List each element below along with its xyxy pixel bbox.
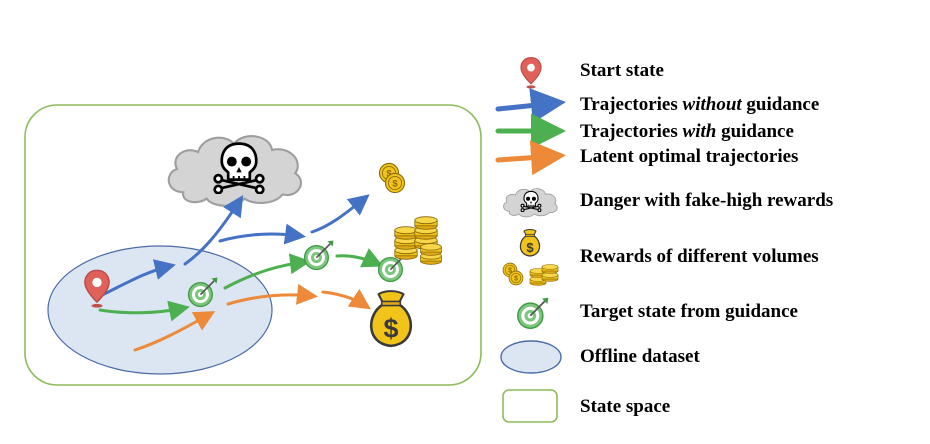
offline-dataset-region <box>47 245 273 375</box>
legend-icons <box>495 56 566 423</box>
legend-offline-dataset-swatch <box>500 340 562 374</box>
legend-trajectories-without-guidance: Trajectories without guidance <box>580 95 819 115</box>
green-arrow-3 <box>335 248 384 268</box>
legend-danger-icon <box>503 188 558 218</box>
legend-rewards-icon <box>502 228 559 286</box>
legend-danger: Danger with fake-high rewards <box>580 190 834 211</box>
legend-text-suffix: guidance <box>741 94 820 115</box>
green-arrow-2 <box>223 253 311 290</box>
legend-latent-optimal-trajectories: Latent optimal trajectories <box>580 146 799 167</box>
legend-blue-arrow <box>495 88 566 123</box>
legend-text-emphasis: without <box>682 94 742 115</box>
map-pin-icon <box>520 56 542 90</box>
blue-arrow-2 <box>183 194 244 266</box>
legend-rewards: Rewards of different volumes <box>580 246 819 267</box>
green-arrow-1 <box>98 300 190 322</box>
latent-optimal-trajectories <box>133 283 371 352</box>
legend-text-prefix: Trajectories <box>580 94 683 115</box>
orange-arrow-3 <box>321 288 371 310</box>
legend-start-state: Start state <box>580 60 664 81</box>
legend-state-space-swatch <box>502 389 558 423</box>
blue-arrow-3 <box>218 223 306 245</box>
orange-arrow-1 <box>133 311 216 352</box>
legend-state-space: State space <box>580 396 671 417</box>
legend-text-suffix: guidance <box>716 121 794 142</box>
legend-text-prefix: Trajectories <box>580 121 683 142</box>
legend-offline-dataset: Offline dataset <box>580 346 700 367</box>
legend-target-state: Target state from guidance <box>580 301 798 322</box>
orange-arrow-2 <box>226 283 318 306</box>
blue-arrow-4 <box>310 194 370 234</box>
legend-orange-arrow <box>495 140 566 176</box>
legend-text-emphasis: with <box>682 121 717 142</box>
legend-trajectories-with-guidance: Trajectories with guidance <box>580 122 794 142</box>
trajectories-with-guidance <box>98 248 384 322</box>
target-dart-icon <box>516 296 550 330</box>
trajectories-without-guidance <box>98 194 370 298</box>
money-bag-icon <box>519 228 541 257</box>
blue-arrow-1 <box>98 259 176 298</box>
